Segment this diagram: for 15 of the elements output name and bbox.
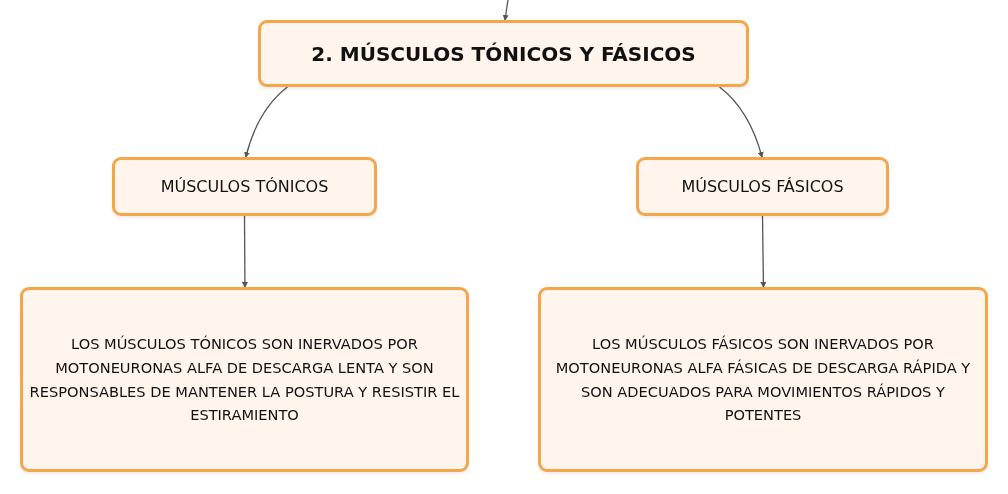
arrow — [718, 86, 764, 158]
description-text: LOS MÚSCULOS FÁSICOS SON INERVADOS POR MOTONEURONAS ALFA FÁSICAS DE DESCARGA RÁPIDA Y SON ADECUADOS PARA MOVIMIENTOS RÁPIDOS Y POTENTES — [554, 334, 972, 426]
arrow — [502, 0, 509, 21]
topic-label: MÚSCULOS TÓNICOS — [160, 176, 329, 197]
description-text: LOS MÚSCULOS TÓNICOS SON INERVADOS POR MOTONEURONAS ALFA DE DESCARGA LENTA Y SON RESPONSABLES DE MANTENER LA POSTURA Y RESISTIR EL ESTIRAMIENTO — [29, 334, 460, 426]
title-text: 2. MÚSCULOS TÓNICOS Y FÁSICOS — [311, 41, 696, 66]
arrow — [241, 215, 248, 288]
topic-box — [636, 157, 889, 216]
description-box — [20, 287, 469, 472]
topic-box — [112, 157, 377, 216]
description-box — [538, 287, 988, 472]
arrow — [760, 215, 767, 288]
topic-box — [258, 20, 749, 87]
topic-label: MÚSCULOS FÁSICOS — [681, 176, 844, 197]
arrow — [244, 86, 289, 158]
